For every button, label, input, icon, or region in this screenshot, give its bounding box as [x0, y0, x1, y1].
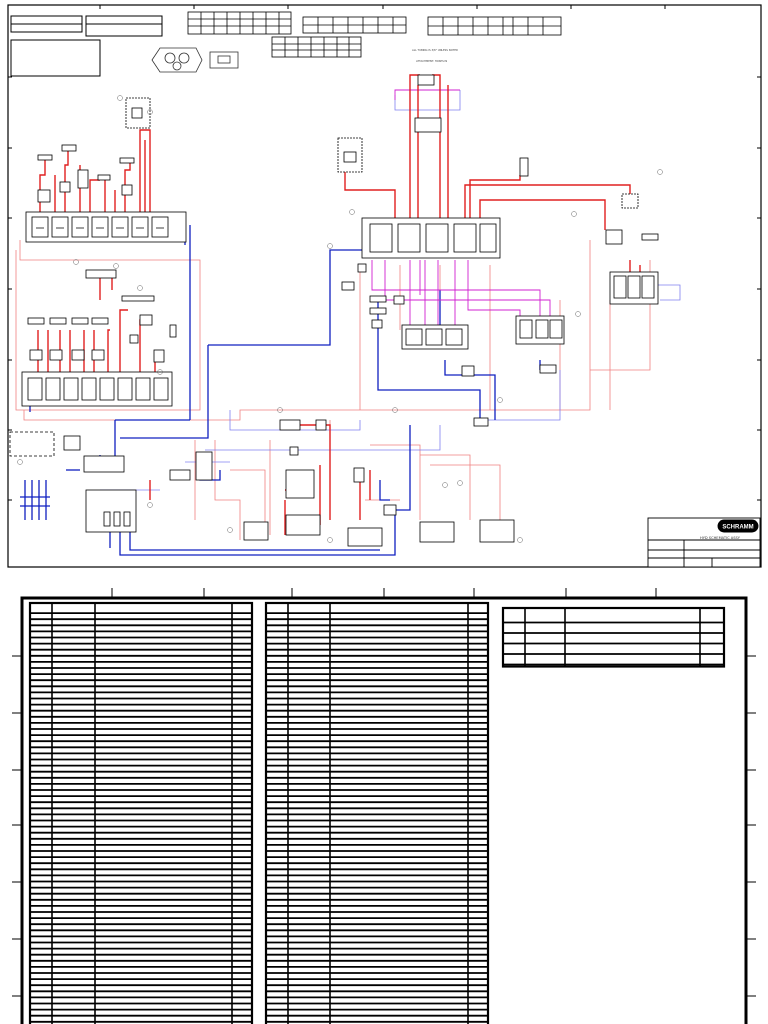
pressure-gauge-icon [63, 435, 81, 451]
valve-bank-top-left [25, 211, 187, 243]
cylinder-icon [37, 154, 53, 161]
company-logo-text: SCHRAMM [722, 525, 753, 531]
valve-groups-right [341, 193, 659, 377]
pump-icon [164, 52, 176, 64]
title-block [647, 517, 761, 568]
cylinder-symbols-top-left [37, 97, 151, 203]
parts-table-right [501, 606, 726, 668]
header-legend-tables [187, 11, 562, 58]
parts-table-middle [264, 601, 490, 1024]
revision-boxes [10, 15, 163, 77]
bottom-components [9, 417, 515, 547]
pump-symbol-group [151, 47, 239, 73]
pilot-lines [371, 89, 551, 325]
header-notes: ALL TUBING IS 3/8" UNLESS NOTED ATTACHME… [412, 48, 458, 63]
valve-bank-middle-left [21, 269, 177, 407]
drawing-title: HYD SCHEMATIC ASSY [700, 536, 741, 540]
company-logo [717, 519, 759, 533]
header-note-2: ATTACHMENT: HOSES IN [416, 59, 447, 63]
valve-spool-icon [31, 216, 169, 238]
parts-list-tables [28, 601, 726, 1024]
parts-list-frame [12, 588, 756, 1024]
header-note-1: ALL TUBING IS 3/8" UNLESS NOTED [412, 48, 458, 52]
main-manifold [337, 74, 529, 259]
callout-circles [17, 95, 663, 543]
parts-table-left [28, 601, 254, 1024]
